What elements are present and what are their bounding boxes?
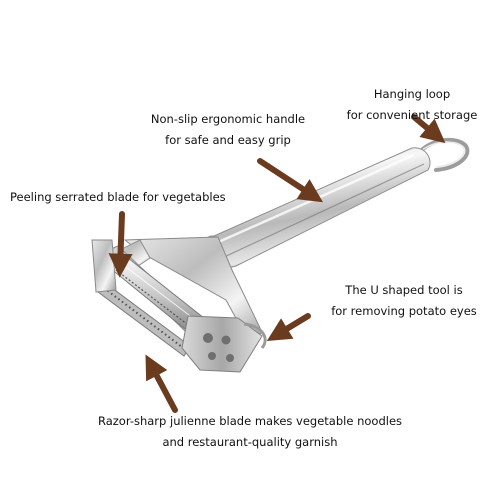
arrow-handle — [257, 158, 324, 203]
caption-hanging-loop: Hanging loop for convenient storage — [322, 84, 500, 126]
caption-line: Hanging loop — [373, 87, 451, 101]
hanging-loop — [416, 137, 470, 172]
arrow-julienne-blade — [145, 354, 178, 413]
caption-line: Peeling serrated blade for vegetables — [10, 190, 226, 204]
caption-line: for safe and easy grip — [165, 133, 291, 147]
potato-eye-remover — [181, 315, 267, 373]
caption-line: Razor-sharp julienne blade makes vegetab… — [97, 414, 403, 428]
annotation-arrows — [108, 114, 446, 413]
handle — [201, 147, 431, 269]
caption-line: Non-slip ergonomic handle — [150, 112, 306, 126]
arrow-hanging-loop — [411, 114, 446, 144]
arrow-peeling-blade — [108, 211, 133, 278]
arrow-u-shaped-tool — [266, 313, 311, 341]
caption-julienne-blade: Razor-sharp julienne blade makes vegetab… — [20, 411, 480, 453]
caption-u-shaped-tool: The U shaped tool is for removing potato… — [318, 280, 490, 322]
caption-line: The U shaped tool is — [345, 283, 463, 297]
caption-peeling-blade: Peeling serrated blade for vegetables — [10, 187, 226, 208]
left-end-clamp — [91, 239, 117, 293]
caption-line: for removing potato eyes — [331, 304, 477, 318]
caption-line: and restaurant-quality garnish — [162, 435, 338, 449]
caption-handle: Non-slip ergonomic handle for safe and e… — [138, 109, 318, 151]
caption-line: for convenient storage — [346, 108, 478, 122]
